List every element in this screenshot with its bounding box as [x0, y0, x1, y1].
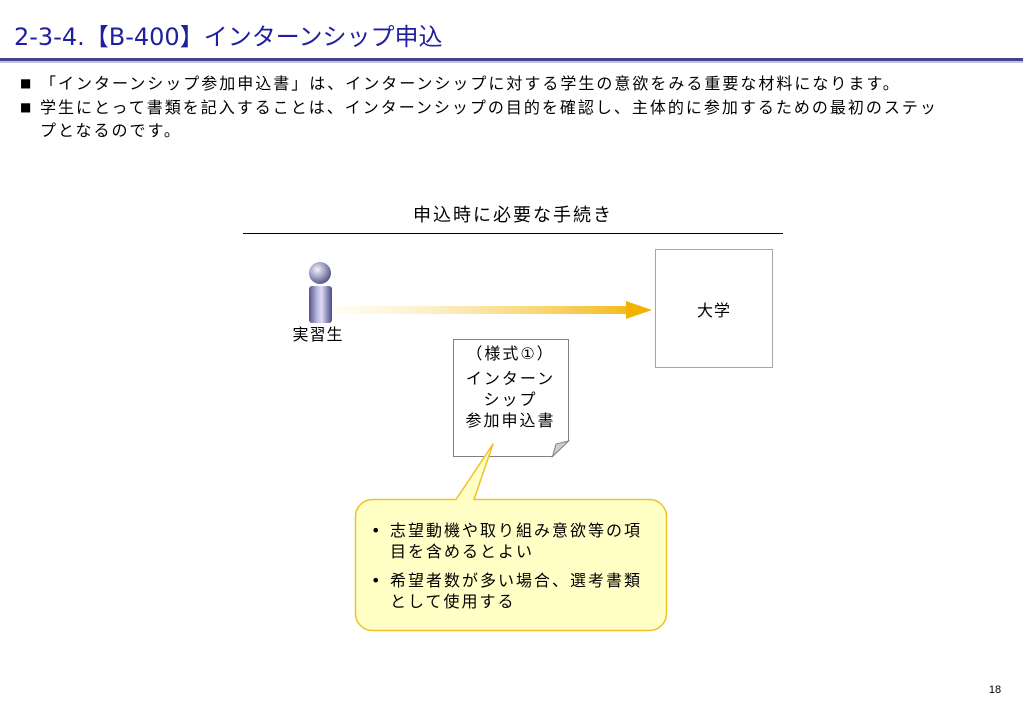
university-box [655, 249, 773, 368]
callout-text: • 志望動機や取り組み意欲等の項目を含めるとよい • 希望者数が多い場合、選考書… [371, 520, 651, 612]
callout-item-text: 志望動機や取り組み意欲等の項目を含めるとよい [390, 521, 643, 561]
callout-bullet-marker: • [371, 571, 381, 590]
diagram-heading: 申込時に必要な手続き [413, 205, 613, 226]
arrow-shaft [336, 306, 628, 314]
bullet-text: 学生にとって書類を記入することは、インターンシップの目的を確認し、主体的に参加す… [40, 98, 938, 140]
callout-item: • 志望動機や取り組み意欲等の項目を含めるとよい [371, 520, 651, 562]
callout-item: • 希望者数が多い場合、選考書類として使用する [371, 570, 651, 612]
bullet-item: ■ 「インターンシップ参加申込書」は、インターンシップに対する学生の意欲をみる重… [20, 72, 950, 95]
title-rule-shade [0, 61, 1023, 63]
bullet-marker: ■ [20, 100, 32, 114]
person-icon [309, 262, 332, 323]
document-icon [453, 339, 571, 459]
submission-arrow [336, 301, 652, 319]
actor-label: 実習生 [292, 325, 344, 344]
slide-title: 2-3-4.【B-400】インターンシップ申込 [14, 23, 443, 51]
callout-balloon [354, 443, 668, 632]
page-number: 18 [988, 684, 1002, 696]
bullet-text: 「インターンシップ参加申込書」は、インターンシップに対する学生の意欲をみる重要な… [40, 74, 901, 93]
bullet-item: ■ 学生にとって書類を記入することは、インターンシップの目的を確認し、主体的に参… [20, 96, 950, 142]
document-label-line: シップ [483, 390, 538, 409]
callout-bullet-marker: • [371, 521, 381, 540]
document-fold [551, 440, 571, 459]
document-label: （様式①） インターン シップ 参加申込書 [453, 343, 568, 431]
document-label-line: 参加申込書 [465, 411, 556, 430]
title-rule [0, 58, 1023, 61]
person-head [309, 262, 331, 284]
destination-label: 大学 [696, 301, 731, 320]
arrow-head [626, 301, 652, 319]
callout-item-text: 希望者数が多い場合、選考書類として使用する [390, 571, 643, 611]
person-body [309, 286, 332, 323]
document-label-line: インターン [465, 369, 556, 388]
bullet-marker: ■ [20, 76, 32, 90]
document-label-line: （様式①） [466, 344, 555, 363]
bullet-list: ■ 「インターンシップ参加申込書」は、インターンシップに対する学生の意欲をみる重… [20, 72, 950, 142]
